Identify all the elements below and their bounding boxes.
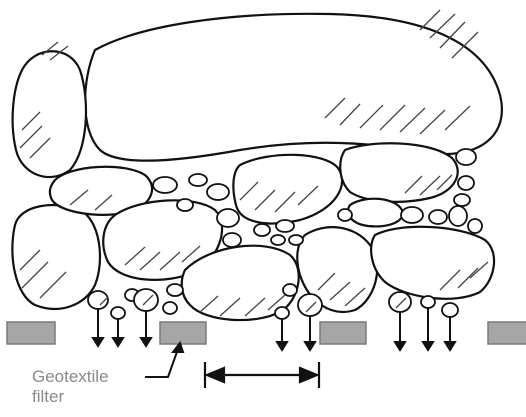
gravel [276,220,294,232]
gravel [111,307,125,319]
gravel [163,302,177,314]
gravel [401,207,423,223]
gravel [254,224,270,236]
gravel [442,303,458,317]
gravel [454,194,470,206]
gravel [177,199,193,211]
geotextile-strips [7,322,526,344]
gravel [456,149,476,165]
label-leader [145,343,183,377]
gravel [217,209,239,227]
geotextile-label: Geotextile filter [32,367,109,407]
arrow-down-icon [113,338,123,346]
geotextile-strip [7,322,55,344]
gravel [429,210,447,224]
gravel [421,296,435,308]
arrow-down-icon [93,338,103,346]
label-line-1: Geotextile [32,367,109,387]
stone-low-3 [371,227,494,299]
stone-left-upper [13,51,86,177]
arrow-down-icon [423,342,433,350]
gravel [189,174,207,186]
gravel [223,233,241,247]
stone-mid-3 [233,155,342,224]
gravel [338,209,352,221]
arrow-down-icon [395,342,405,350]
stone-left-lower [12,205,100,309]
geotextile-strip [160,322,206,344]
gravel [153,177,177,193]
gravel [298,294,322,316]
gravel [389,292,411,312]
arrow-down-icon [305,342,315,350]
arrow-down-icon [141,338,151,346]
arrow-left-icon [207,368,224,382]
gravel [283,284,297,296]
gravel [271,235,285,245]
stone-right-mid [348,199,403,227]
label-line-2: filter [32,387,109,407]
gravel [207,184,229,200]
geotextile-strip [488,322,526,344]
arrow-right-icon [300,368,317,382]
gravel [449,206,467,226]
arrow-down-icon [445,342,455,350]
dimension-arrow [205,362,319,388]
gravel [167,284,183,296]
gravel [289,235,303,245]
gravel [134,289,158,311]
gravel [275,307,289,319]
stone-mid-4 [340,143,457,202]
geotextile-strip [320,322,366,344]
gravel [468,219,482,233]
gravel [458,176,474,190]
arrow-down-icon [277,342,287,350]
stone-large-top [85,14,502,161]
